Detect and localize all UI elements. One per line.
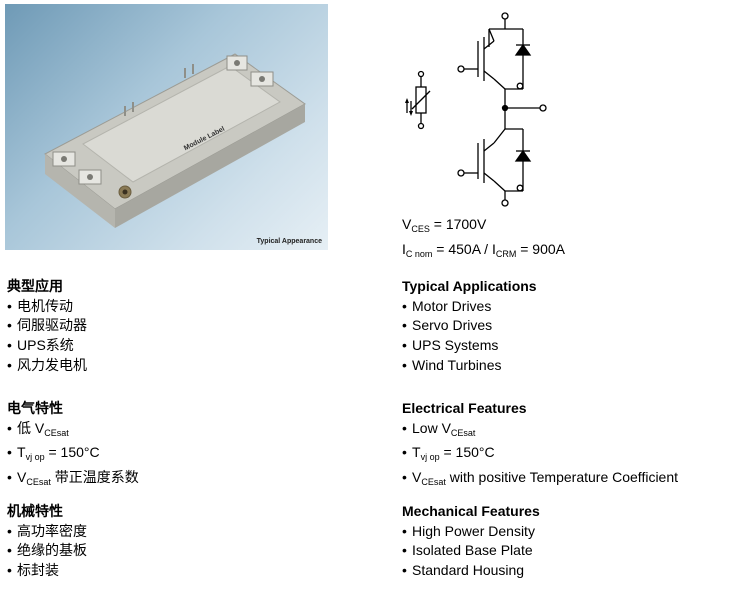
list-item: 绝缘的基板 <box>7 541 87 561</box>
list-item: Tvj op = 150°C <box>402 443 678 468</box>
list-item: VCEsat 带正温度系数 <box>7 468 139 493</box>
list-item: Low VCEsat <box>402 419 678 444</box>
list-item: High Power Density <box>402 522 540 542</box>
photo-caption: Typical Appearance <box>256 238 322 245</box>
list-item: 电机传动 <box>7 297 87 317</box>
list-item: 低 VCEsat <box>7 419 139 444</box>
cn-mechanical-title: 机械特性 <box>7 503 63 519</box>
circuit-schematic <box>405 12 547 207</box>
cn-mechanical-section: 机械特性 高功率密度 绝缘的基板 标封装 <box>7 502 87 581</box>
list-item: Servo Drives <box>402 316 537 336</box>
cn-applications-section: 典型应用 电机传动 伺服驱动器 UPS系统 风力发电机 <box>7 277 87 376</box>
en-mechanical-section: Mechanical Features High Power Density I… <box>402 502 540 581</box>
en-applications-section: Typical Applications Motor Drives Servo … <box>402 277 537 376</box>
cn-applications-title: 典型应用 <box>7 278 63 294</box>
list-item: UPS系统 <box>7 336 87 356</box>
current-rating: IC nom = 450A / ICRM = 900A <box>402 241 565 259</box>
vces-rating: VCES = 1700V <box>402 216 487 234</box>
list-item: 标封装 <box>7 561 87 581</box>
en-mechanical-title: Mechanical Features <box>402 503 540 519</box>
list-item: 风力发电机 <box>7 356 87 376</box>
list-item: Isolated Base Plate <box>402 541 540 561</box>
list-item: VCEsat with positive Temperature Coeffic… <box>402 468 678 493</box>
product-photo: Module Label Typical Appearance <box>5 4 328 250</box>
ratings-block: VCES = 1700V IC nom = 450A / ICRM = 900A <box>402 214 565 264</box>
en-electrical-title: Electrical Features <box>402 400 527 416</box>
en-electrical-section: Electrical Features Low VCEsat Tvj op = … <box>402 399 678 493</box>
igbt-module-illustration <box>44 53 306 228</box>
list-item: Standard Housing <box>402 561 540 581</box>
list-item: UPS Systems <box>402 336 537 356</box>
list-item: 高功率密度 <box>7 522 87 542</box>
cn-electrical-title: 电气特性 <box>7 400 63 416</box>
cn-electrical-section: 电气特性 低 VCEsat Tvj op = 150°C VCEsat 带正温度… <box>7 399 139 493</box>
list-item: 伺服驱动器 <box>7 316 87 336</box>
en-applications-title: Typical Applications <box>402 278 537 294</box>
list-item: Motor Drives <box>402 297 537 317</box>
list-item: Tvj op = 150°C <box>7 443 139 468</box>
list-item: Wind Turbines <box>402 356 537 376</box>
